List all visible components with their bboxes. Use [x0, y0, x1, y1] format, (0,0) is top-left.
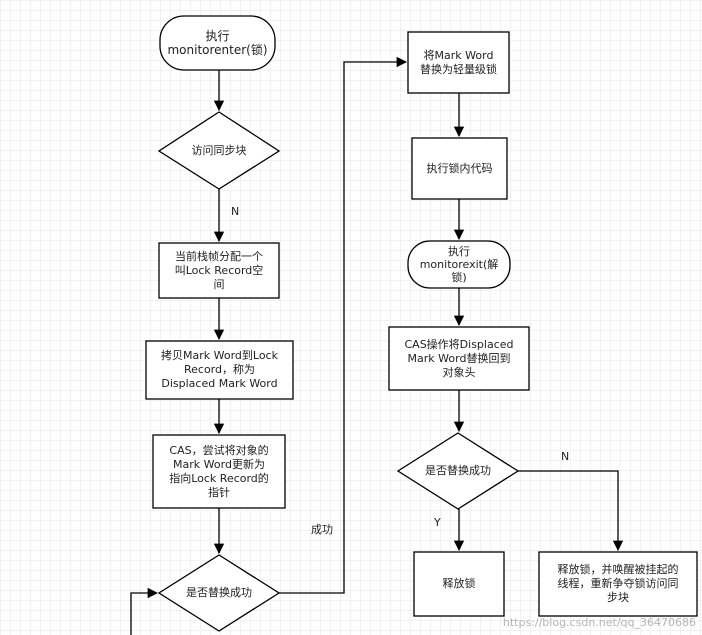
- node-release: 释放锁: [442, 577, 476, 590]
- node-access: 访问同步块: [191, 143, 247, 157]
- shape-cas: [152, 434, 286, 509]
- shape-cas2: [388, 326, 530, 391]
- shape-release-wake: [538, 551, 698, 617]
- node-cas: CAS，尝试将对象的 Mark Word更新为 指向Lock Record的 指…: [169, 443, 269, 499]
- node-enter: 执行 monitorenter(锁): [167, 29, 268, 57]
- node-release-wake: 释放锁，并唤醒被挂起的 线程，重新争夺锁访问同 步块: [557, 563, 679, 604]
- shape-alloc: [158, 242, 280, 299]
- shape-check2: [396, 432, 520, 510]
- shape-exec: [411, 137, 508, 200]
- edge-check2-release-wake: [518, 470, 624, 552]
- node-alloc: 当前栈帧分配一个 叫Lock Record空 间: [174, 249, 264, 291]
- node-check1: 是否替换成功: [186, 586, 252, 599]
- shape-release: [413, 551, 505, 617]
- node-copy: 拷贝Mark Word到Lock Record，称为 Displaced Mar…: [161, 349, 278, 390]
- node-cas2: CAS操作将Displaced Mark Word替换回到 对象头: [404, 337, 514, 379]
- edge-check1-replace: [279, 56, 408, 594]
- shape-check1: [157, 554, 281, 632]
- edge-label-access-n: N: [231, 205, 240, 218]
- edge-loop-back: [130, 587, 159, 635]
- shape-copy: [145, 340, 294, 400]
- edge-label-check1-success: 成功: [311, 523, 333, 536]
- edge-label-check2-n: N: [561, 450, 570, 463]
- watermark: https://blog.csdn.net/qq_36470686: [502, 616, 696, 629]
- node-replace: 将Mark Word 替换为轻量级锁: [420, 48, 497, 76]
- edge-label-check2-y: Y: [434, 516, 441, 529]
- node-check2: 是否替换成功: [425, 464, 491, 477]
- shape-enter: [159, 15, 276, 71]
- shape-replace: [407, 31, 510, 94]
- node-exec: 执行锁内代码: [426, 161, 493, 175]
- node-exit: 执行 monitorexit(解 锁): [419, 245, 499, 284]
